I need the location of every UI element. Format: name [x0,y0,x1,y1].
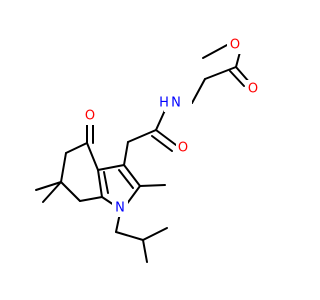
bond-ch-methyl-b [142,239,148,263]
bond-amide-c-o-b [151,135,173,152]
bond-c2-methyl [139,184,166,187]
bond-carbonyl-o-double-b [229,70,245,87]
bond-o-carbonyl [235,51,241,68]
bond-ch2-ch [115,231,144,241]
bond-ch-methyl-a [142,227,168,241]
amide-n-label: N [171,96,181,111]
bond-c6-methyl-a [35,181,62,191]
indole-nitrogen: N [112,199,128,217]
bond-c6-c7 [60,181,81,202]
amide-nitrogen: H N [159,94,192,112]
amide-h-label: H [159,96,169,111]
ester-carbonyl-oxygen-label: O [248,82,258,97]
bond-c7a-c3a-a [97,169,103,198]
bond-c4-c5 [65,142,88,154]
atom-labels: O O H N O O N [82,36,261,217]
bond-c7-c7a [79,196,103,202]
ketone-oxygen-label: O [85,109,95,124]
bond-c3-c2-b [118,169,134,189]
ester-single-oxygen-label: O [230,38,240,53]
ester-single-oxygen: O [227,36,243,54]
bond-ch2-ch2 [191,78,206,104]
bond-c3-c2-a [123,164,141,187]
bond-c3a-c3 [97,164,125,171]
bond-amide-c-o-a [155,129,177,146]
bond-c5-c6 [60,152,67,183]
bond-carbonyl-ch2 [204,66,237,80]
bond-ch2-indole-c3 [123,141,129,166]
bond-methyl-o [202,44,228,59]
amide-oxygen: O [176,139,192,157]
bond-c3a-c4 [86,142,99,171]
bond-c7a-c3a-b [103,171,109,194]
bond-c2-n1 [125,185,141,206]
indole-nitrogen-label: N [115,201,125,216]
bonds [35,44,251,263]
bond-amide-c-ch2 [127,129,157,143]
ester-carbonyl-oxygen: O [245,80,261,98]
bond-c6-methyl-b [42,181,62,203]
ketone-oxygen: O [82,107,98,125]
molecule-structure: O O H N O O N [35,36,261,263]
amide-oxygen-label: O [178,141,188,156]
